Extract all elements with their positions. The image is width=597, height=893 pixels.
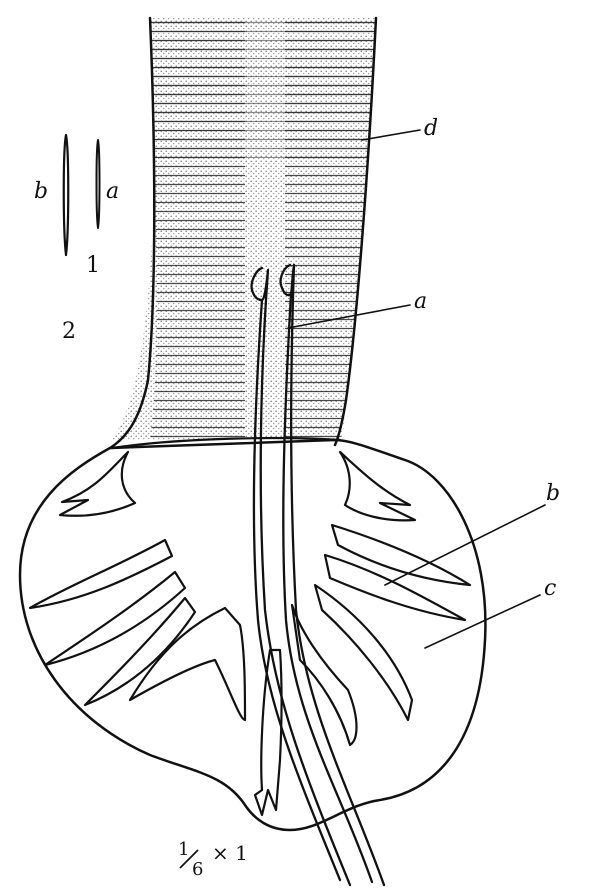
stalk <box>110 18 380 448</box>
stalk-left-edge <box>110 18 154 448</box>
scale-numerator: 1 <box>178 839 189 860</box>
inset-number: 1 <box>86 253 100 278</box>
lobes <box>30 452 470 815</box>
inset-label-a: a <box>106 179 119 204</box>
lobe-right-top <box>340 452 415 520</box>
inset-label-b: b <box>34 179 48 204</box>
scale-times: × 1 <box>212 841 248 865</box>
label-d: d <box>424 116 438 141</box>
label-a: a <box>414 289 427 314</box>
label-b: b <box>546 481 560 506</box>
lobe-left-top <box>60 452 135 516</box>
inset-rods <box>64 135 100 255</box>
figure-number: 2 <box>62 319 76 344</box>
rod-a <box>97 140 100 228</box>
label-c: c <box>544 576 556 601</box>
lobe-center <box>255 650 282 815</box>
leader-c <box>425 595 540 648</box>
rod-b <box>64 135 69 255</box>
scale-denominator: 6 <box>192 859 203 880</box>
